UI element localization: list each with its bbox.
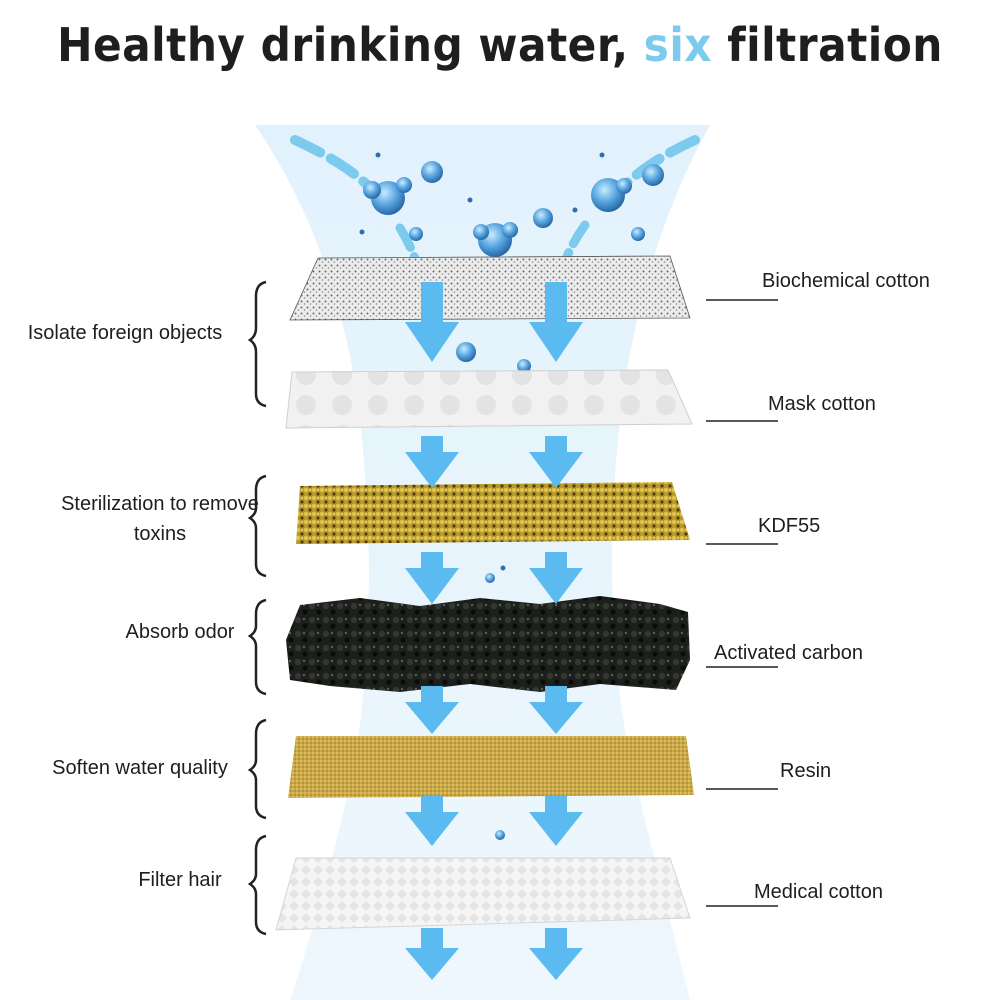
title-before: Healthy drinking water, (57, 18, 644, 72)
title-highlight: six (643, 18, 713, 72)
function-label-sterilization: Sterilization to remove toxins (61, 493, 259, 545)
flow-arrows (405, 282, 583, 980)
layer-label-activated-carbon: Activated carbon (714, 642, 863, 664)
function-label-soften-water: Soften water quality (52, 757, 228, 779)
function-label-filter-hair: Filter hair (138, 869, 222, 891)
layer-label-biochemical-cotton: Biochemical cotton (762, 270, 930, 292)
layer-kdf55 (296, 482, 690, 544)
page-title: Healthy drinking water, six filtration (40, 18, 960, 72)
layer-biochemical-cotton (289, 255, 691, 321)
right-leader-lines (706, 299, 778, 907)
contaminant-particles (359, 152, 664, 840)
layer-label-medical-cotton: Medical cotton (754, 881, 883, 903)
layer-resin (288, 736, 694, 798)
layer-label-kdf55: KDF55 (758, 515, 821, 537)
layer-activated-carbon (286, 596, 690, 692)
function-label-isolate: Isolate foreign objects (27, 322, 223, 344)
layer-mask-cotton (285, 369, 693, 429)
function-label-absorb-odor: Absorb odor (125, 621, 235, 643)
left-braces (247, 280, 267, 936)
layer-label-resin: Resin (780, 760, 832, 782)
layer-medical-cotton (275, 857, 691, 931)
layer-label-mask-cotton: Mask cotton (768, 393, 876, 415)
title-after: filtration (712, 18, 943, 72)
